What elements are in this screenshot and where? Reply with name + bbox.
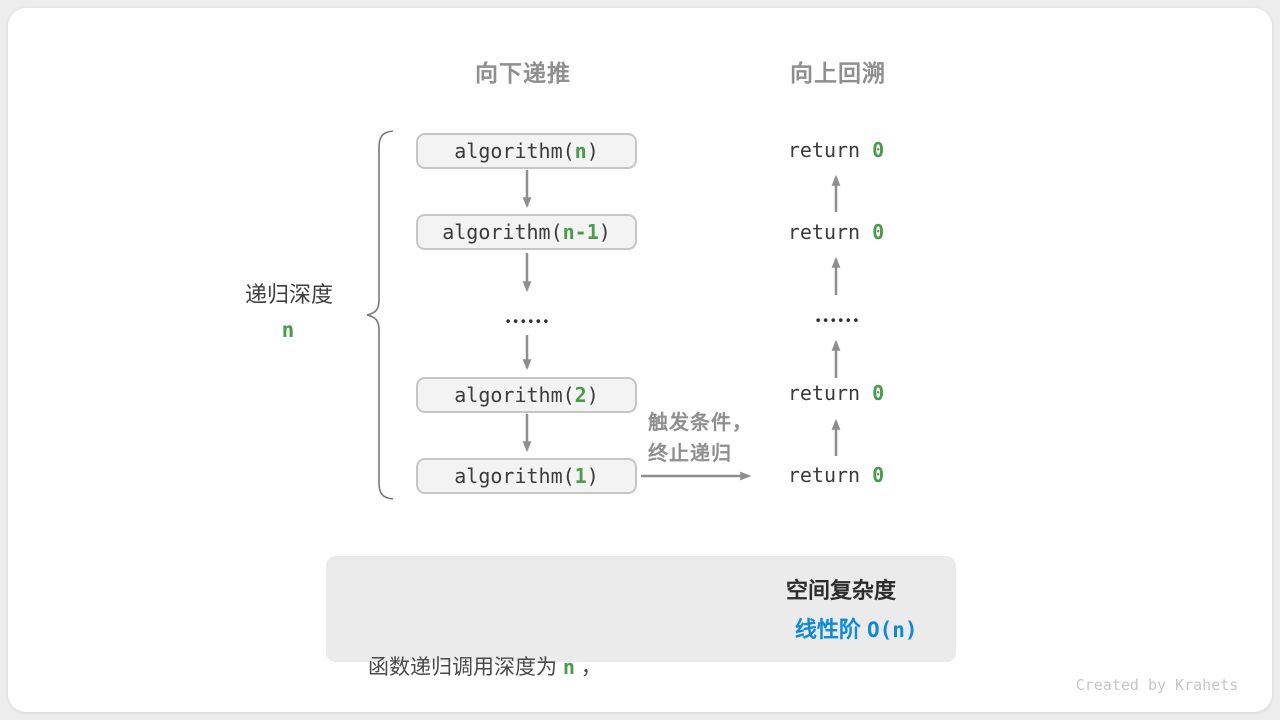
return-keyword: return bbox=[787, 463, 861, 487]
conclusion-title: 空间复杂度 bbox=[785, 578, 897, 603]
call-box-2: algorithm(2) bbox=[416, 377, 637, 413]
conclusion-big-o: O(n) bbox=[867, 618, 918, 642]
return-value: 0 bbox=[872, 381, 885, 405]
depth-label: 递归深度 bbox=[244, 282, 334, 307]
header-backtrack-up: 向上回溯 bbox=[790, 60, 886, 86]
call-box-n-1: algorithm(n-1) bbox=[416, 214, 637, 250]
call-fn: algorithm( bbox=[454, 383, 575, 407]
conclusion-value: 线性阶 O(n) bbox=[770, 586, 918, 670]
summary-text: 函数递归调用深度为 n ， 共使用 O(n) 的栈帧空间 bbox=[368, 572, 602, 720]
depth-variable: n bbox=[281, 318, 295, 342]
call-fn: algorithm( bbox=[454, 464, 575, 488]
call-close: ) bbox=[586, 139, 599, 163]
call-arg: 1 bbox=[574, 464, 587, 488]
base-case-note-line2: 终止递归 bbox=[648, 443, 732, 465]
return-keyword: return bbox=[787, 381, 861, 405]
return-row: return 0 bbox=[788, 381, 884, 405]
call-box-1: algorithm(1) bbox=[416, 458, 637, 494]
call-fn: algorithm( bbox=[442, 220, 563, 244]
call-arg: n-1 bbox=[562, 220, 599, 244]
call-fn: algorithm( bbox=[454, 139, 575, 163]
ellipsis-down: •••••• bbox=[505, 313, 552, 329]
call-close: ) bbox=[598, 220, 611, 244]
return-keyword: return bbox=[787, 220, 861, 244]
header-recurse-down: 向下递推 bbox=[475, 60, 571, 86]
call-box-n: algorithm(n) bbox=[416, 133, 637, 169]
call-arg: n bbox=[574, 139, 587, 163]
summary-line1-pre: 函数递归调用深度为 bbox=[368, 656, 563, 679]
ellipsis-up: •••••• bbox=[815, 312, 862, 328]
summary-line1-var: n bbox=[562, 655, 575, 679]
return-keyword: return bbox=[787, 138, 861, 162]
watermark: Created by Krahets bbox=[1075, 676, 1239, 694]
summary-box bbox=[326, 556, 956, 662]
return-row: return 0 bbox=[788, 463, 884, 487]
return-value: 0 bbox=[872, 138, 885, 162]
summary-line1-post: ， bbox=[574, 656, 602, 679]
base-case-note-line1: 触发条件， bbox=[648, 412, 753, 434]
return-row: return 0 bbox=[788, 220, 884, 244]
return-row: return 0 bbox=[788, 138, 884, 162]
call-close: ) bbox=[586, 383, 599, 407]
return-value: 0 bbox=[872, 220, 885, 244]
conclusion-order: 线性阶 bbox=[794, 617, 867, 642]
call-close: ) bbox=[586, 464, 599, 488]
return-value: 0 bbox=[872, 463, 885, 487]
summary-line1: 函数递归调用深度为 n ， bbox=[368, 648, 602, 687]
call-arg: 2 bbox=[574, 383, 587, 407]
